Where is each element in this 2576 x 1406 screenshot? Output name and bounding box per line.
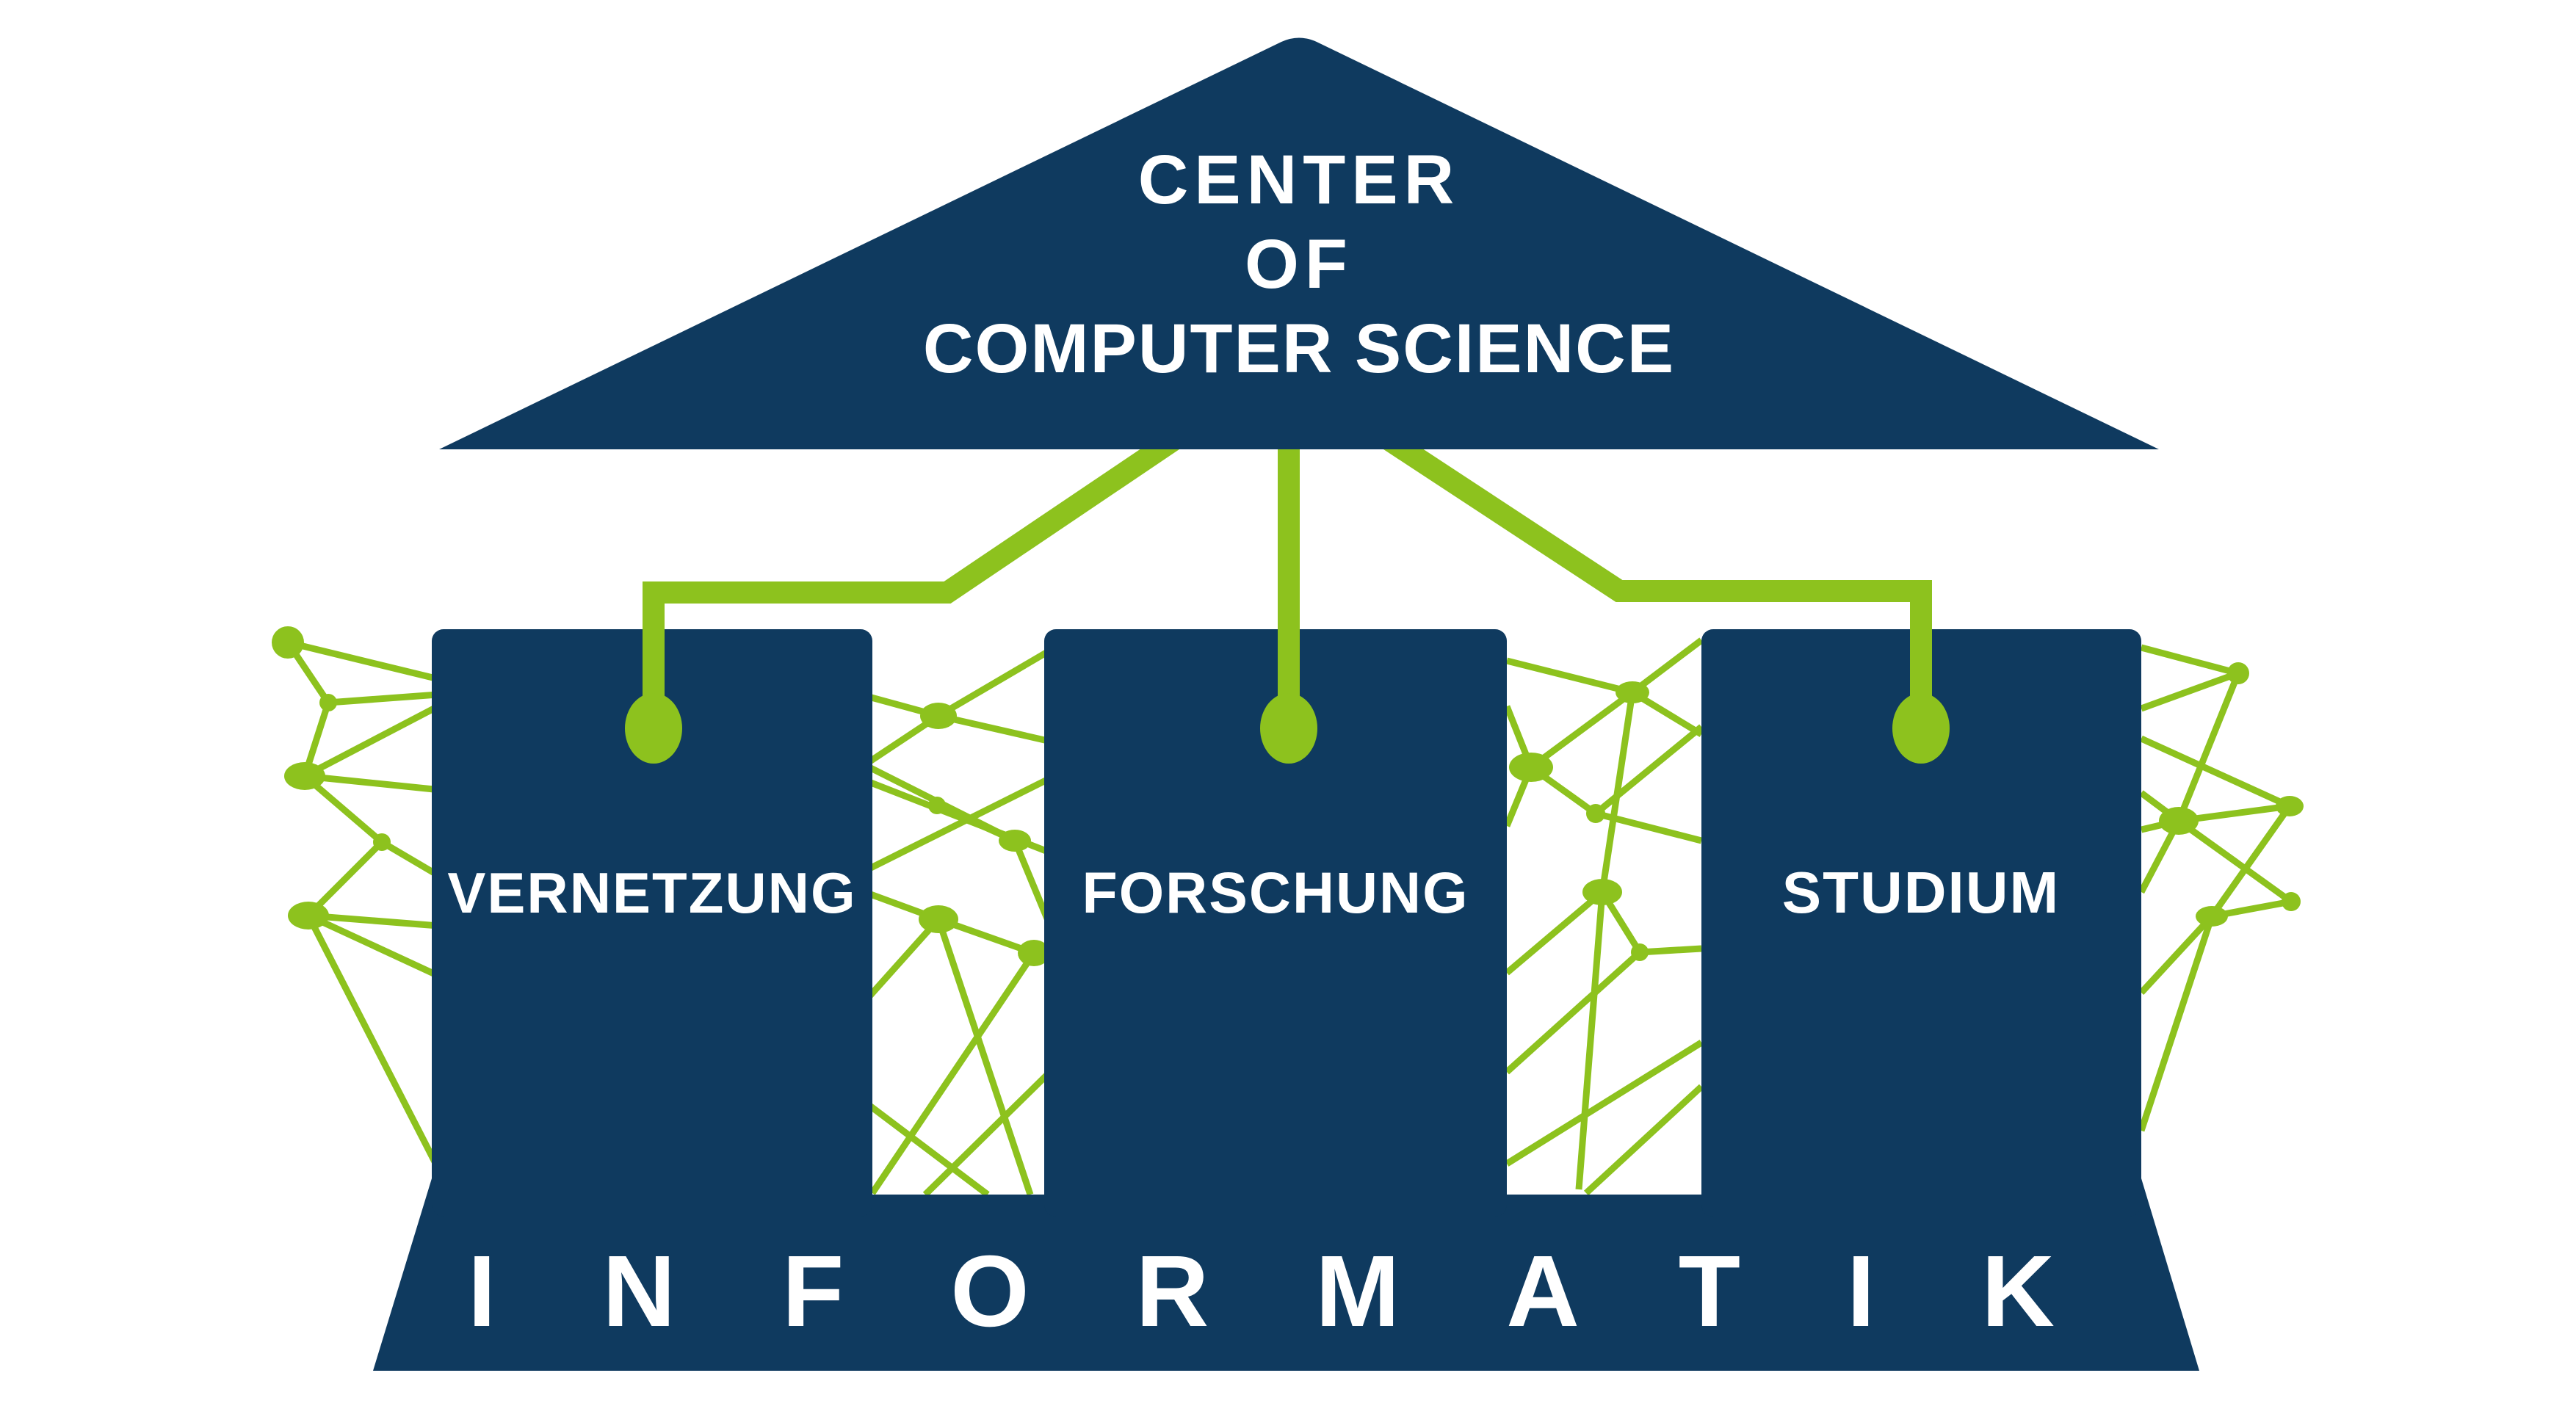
roof-title-line2: OF [1245, 225, 1353, 303]
connector-lines [625, 430, 1950, 764]
base-label-informatik: INFORMATIK [468, 1235, 2161, 1348]
network-node [1509, 753, 1553, 782]
pillar-label-studium: STUDIUM [1782, 860, 2060, 925]
network-node [319, 694, 337, 711]
pillar-vernetzung [432, 629, 872, 1217]
network-node [2282, 892, 2301, 911]
pillar-label-vernetzung: VERNETZUNG [447, 860, 856, 925]
network-node [2276, 796, 2304, 816]
connector-node-icon [1892, 693, 1950, 764]
connector-node-icon [625, 693, 682, 764]
network-node [2196, 906, 2228, 927]
pillar-forschung [1044, 629, 1507, 1217]
base-plinth [373, 1178, 2199, 1371]
network-node [272, 626, 304, 659]
network-node [373, 833, 391, 851]
roof-title-line3: COMPUTER SCIENCE [923, 310, 1675, 388]
connector-node-icon [1260, 693, 1317, 764]
network-node [1586, 804, 1605, 823]
connector-right [1381, 430, 1932, 723]
network-node [284, 762, 325, 790]
connector-left [643, 430, 1182, 723]
network-node [1631, 943, 1649, 961]
network-node [1582, 879, 1622, 905]
network-node [2227, 662, 2249, 684]
network-node [1018, 940, 1050, 966]
network-graphic-gap-1 [842, 643, 1061, 1197]
network-node [1616, 681, 1649, 703]
pillar-studium [1701, 629, 2141, 1217]
roof-pediment [439, 37, 2159, 449]
network-graphic-gap-2 [1503, 637, 1704, 1196]
network-graphic-left [272, 626, 450, 1175]
network-graphic-right [2138, 644, 2304, 1132]
network-node [999, 830, 1031, 852]
network-node [2159, 807, 2199, 835]
network-node [928, 797, 946, 814]
network-node [919, 905, 958, 933]
network-node [288, 902, 329, 930]
roof-title-line1: CENTER [1138, 141, 1461, 219]
pillar-label-forschung: FORSCHUNG [1082, 860, 1469, 925]
network-node [920, 703, 957, 729]
